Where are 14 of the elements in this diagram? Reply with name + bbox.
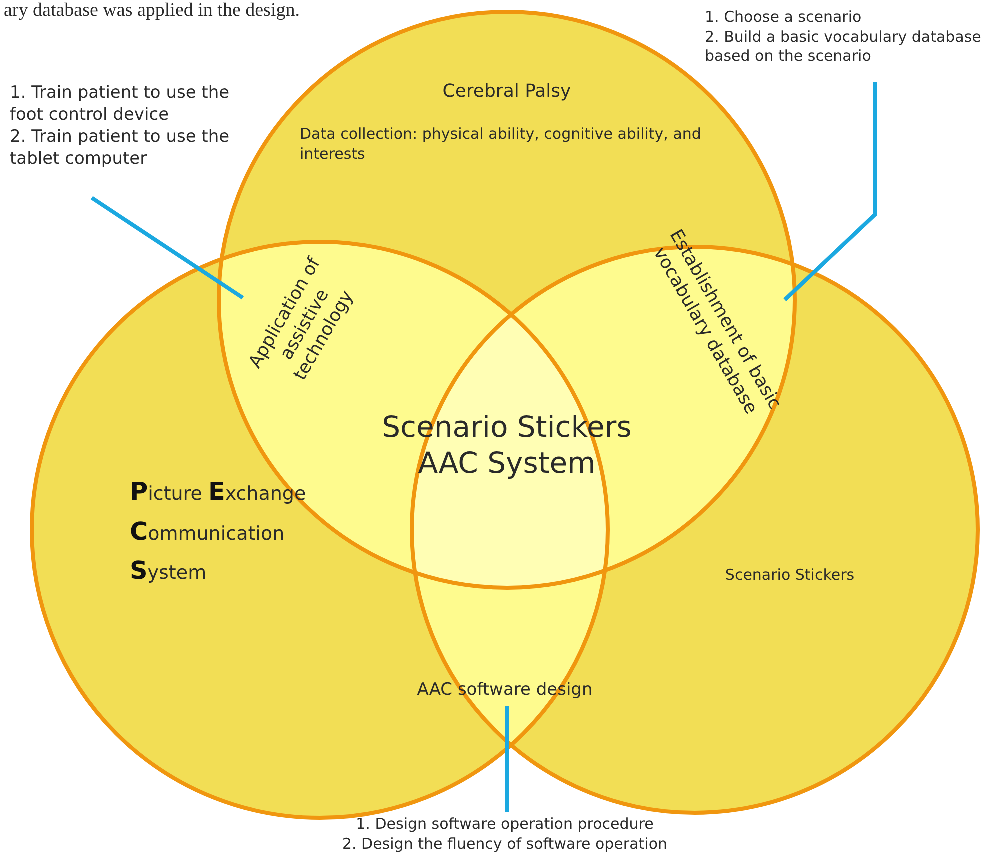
annotation-text: 1. Train patient to use the foot control device <box>10 82 231 126</box>
annotation-text: 2. Build a basic vocabulary database based on the scenario <box>705 28 982 66</box>
annotation-text: 2. Design the fluency of software operation <box>341 834 669 854</box>
circle-text: Data collection: physical ability, cognitive ability, and interests <box>300 125 702 164</box>
annotation-text: 1. Choose a scenario <box>705 8 863 28</box>
annotation-text: 1. Design software operation procedure <box>355 815 655 834</box>
circle-title: Cerebral Palsy <box>442 80 572 104</box>
circle-title: Scenario Stickers <box>724 566 856 586</box>
leader-line <box>505 706 509 812</box>
circle-title: Picture Exchange Communication System <box>130 476 308 588</box>
leader-line <box>90 196 244 300</box>
leader-line <box>784 82 877 302</box>
caption-fragment: ary database was applied in the design. <box>4 0 300 22</box>
annotation-text: 2. Train patient to use the tablet computer <box>10 126 231 170</box>
